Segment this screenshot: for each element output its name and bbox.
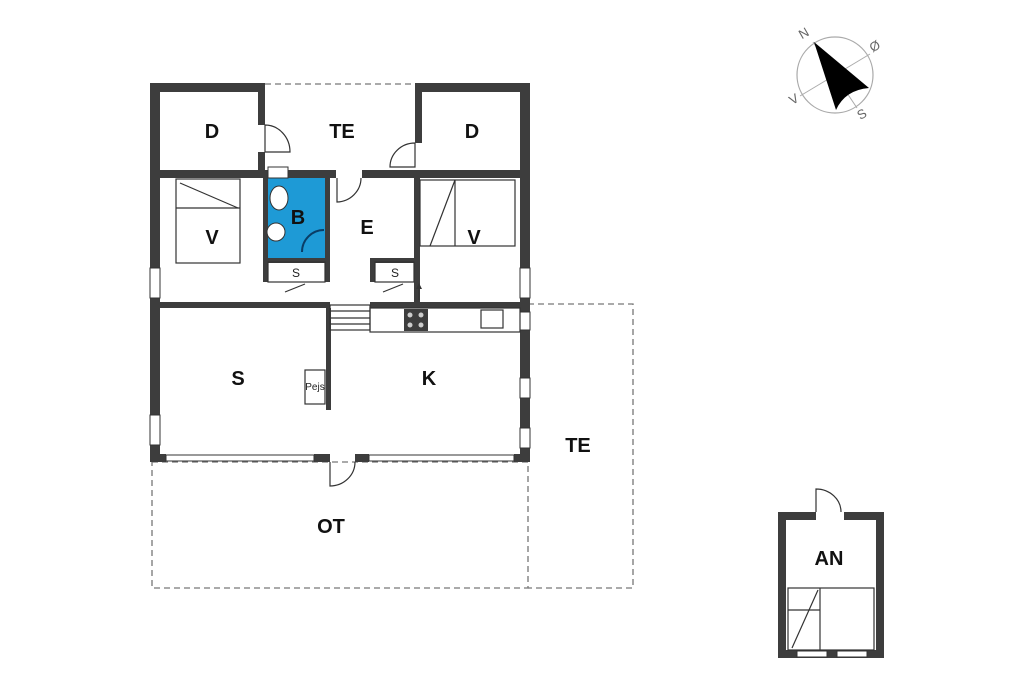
room-label-e: E [360, 217, 373, 239]
room-label-ot: OT [317, 516, 345, 538]
closet-label-2: S [391, 266, 399, 280]
room-label-v-left: V [205, 227, 219, 249]
covered-terrace-outline [151, 461, 529, 589]
room-label-s: S [231, 368, 244, 390]
room-label-te-right: TE [565, 435, 591, 457]
annex [778, 488, 884, 658]
room-label-d-right: D [465, 121, 479, 143]
compass-south: S [854, 105, 869, 122]
room-label-te-top: TE [329, 121, 355, 143]
compass-west: V [786, 90, 801, 107]
terrace-right-outline [528, 303, 634, 589]
room-label-v-right: V [467, 227, 481, 249]
compass-east: Ø [867, 37, 883, 55]
fireplace-label: Pejs [305, 382, 324, 393]
room-label-b: B [291, 207, 305, 229]
windows [149, 166, 531, 462]
room-label-an: AN [815, 548, 844, 570]
compass-north: N [796, 24, 812, 42]
room-label-k: K [422, 368, 437, 390]
furniture [175, 178, 521, 405]
doors [264, 124, 422, 487]
closet-label-1: S [292, 266, 300, 280]
room-label-d-left: D [205, 121, 219, 143]
compass-icon: N Ø S V [786, 24, 883, 123]
